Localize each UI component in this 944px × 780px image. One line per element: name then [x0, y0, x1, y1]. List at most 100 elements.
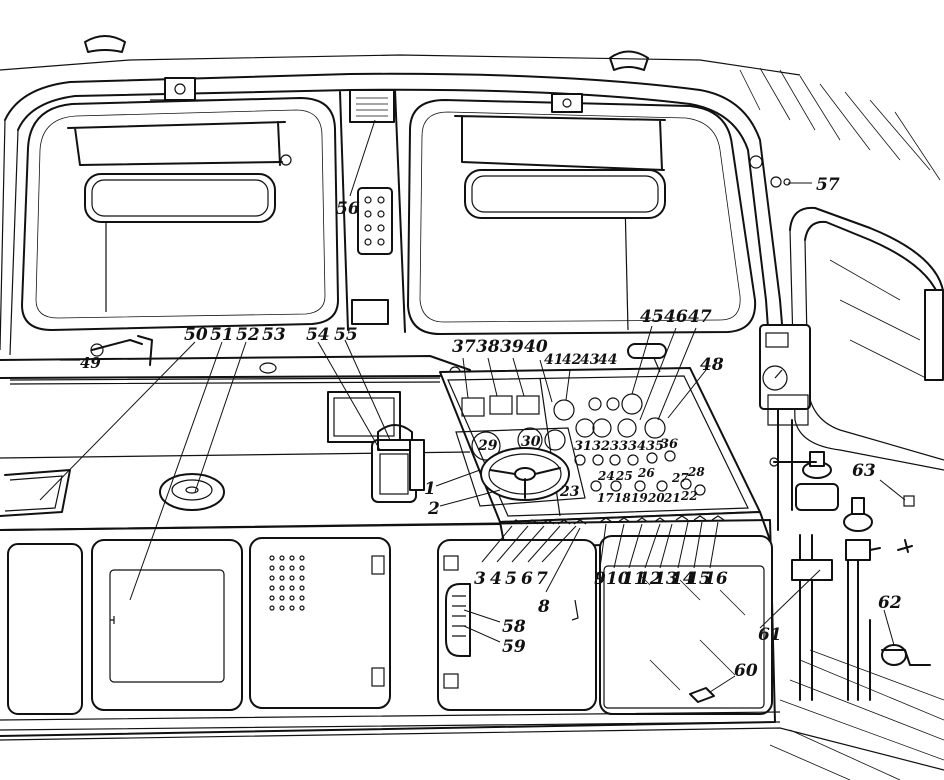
label-3: 3: [474, 569, 486, 589]
ceiling: [0, 35, 941, 181]
label-43: 43: [580, 352, 600, 368]
label-15: 15: [687, 569, 711, 589]
ceiling-hatching: [739, 67, 941, 181]
label-5: 5: [505, 569, 517, 589]
left-tray: [0, 469, 71, 517]
label-38: 38: [476, 337, 500, 357]
pillar-bottom-box: [351, 299, 389, 325]
label-45: 45: [640, 307, 664, 327]
label-4: 4: [490, 569, 502, 589]
label-47: 47: [688, 307, 712, 327]
label-27: 27: [671, 471, 689, 485]
label-23: 23: [559, 484, 580, 500]
label-26: 26: [637, 466, 655, 480]
label-51: 51: [210, 325, 234, 345]
small-lever: [897, 539, 913, 553]
right-window: [407, 93, 757, 335]
cabinet-door-5: [599, 535, 773, 715]
side-wall: [749, 155, 944, 471]
label-59: 59: [502, 637, 526, 657]
label-40: 40: [524, 337, 548, 357]
label-46: 46: [664, 307, 688, 327]
instrument-console: [439, 343, 771, 549]
pillar-top-box: [349, 89, 395, 123]
label-48: 48: [700, 355, 724, 375]
right-meter-box: [759, 324, 811, 531]
label-21: 21: [663, 491, 681, 505]
label-18: 18: [614, 491, 631, 505]
label-10: 10: [606, 569, 630, 589]
wall-fixture: [749, 155, 763, 169]
label-57: 57: [816, 175, 840, 195]
brake-column: [769, 451, 931, 701]
label-29: 29: [477, 438, 498, 454]
label-32: 32: [592, 439, 610, 454]
left-window: [21, 77, 339, 331]
label-62: 62: [878, 593, 902, 613]
label-50: 50: [184, 325, 208, 345]
cabinet-door-1: [7, 543, 83, 715]
console-lamp: [627, 343, 667, 373]
cabinet-door-2: [91, 539, 243, 711]
cabinet-door-4: [437, 539, 597, 711]
leader-lines: [39, 119, 906, 693]
signal-lamp-panel: [357, 187, 393, 255]
label-22: 22: [680, 489, 698, 503]
dial-29: [471, 431, 501, 461]
label-24: 24: [597, 469, 615, 483]
label-19: 19: [631, 491, 648, 505]
ashtray: [159, 473, 225, 511]
lower-cabinet: [0, 519, 781, 737]
right-window-latch: [551, 93, 583, 113]
left-sun-visor: [67, 121, 292, 223]
label-49: 49: [80, 354, 101, 372]
label-17: 17: [597, 491, 614, 505]
fuse-box: [445, 583, 471, 657]
label-8: 8: [537, 597, 550, 617]
ceiling-lamp-left: [84, 35, 126, 53]
label-63: 63: [852, 461, 876, 481]
left-handle: [60, 335, 153, 366]
label-7: 7: [536, 569, 548, 589]
left-window-latch: [150, 77, 215, 101]
right-visor-panel: [464, 169, 666, 219]
label-58: 58: [502, 617, 526, 637]
gauge-row-upper: [461, 395, 540, 417]
toggle-row: [509, 515, 725, 525]
floor-pedal: [689, 687, 715, 703]
label-12: 12: [638, 569, 662, 589]
gauge-row-right: [553, 393, 666, 439]
vent: [259, 362, 277, 374]
dash-top: [0, 335, 501, 531]
label-61: 61: [758, 625, 782, 645]
label-39: 39: [500, 337, 524, 357]
label-41: 41: [544, 352, 563, 368]
label-52: 52: [236, 325, 260, 345]
label-16: 16: [704, 569, 728, 589]
label-2: 2: [427, 499, 440, 519]
label-30: 30: [521, 434, 541, 450]
label-6: 6: [521, 569, 533, 589]
wall-switch-63: [903, 495, 915, 507]
switch-row: [574, 450, 706, 496]
label-11: 11: [622, 569, 646, 589]
label-55: 55: [334, 325, 358, 345]
callout-labels: 1 2 3 4 5 6 7 8 9 10 11 12 13 14 15 16 1…: [80, 175, 902, 681]
label-14: 14: [671, 569, 695, 589]
label-37: 37: [452, 337, 476, 357]
label-42: 42: [562, 352, 582, 368]
label-44: 44: [598, 352, 617, 368]
label-35: 35: [646, 439, 664, 454]
info-plate: [327, 391, 401, 443]
cabinet-door-3: [249, 537, 391, 709]
speaker-grille: [269, 555, 305, 611]
label-31: 31: [574, 439, 592, 454]
label-33: 33: [610, 439, 628, 454]
pressure-valve-62: [869, 619, 931, 701]
steering-wheel: [480, 447, 570, 501]
floor: [0, 649, 944, 780]
brake-valve-61: [769, 451, 839, 581]
label-34: 34: [628, 439, 646, 454]
label-1: 1: [424, 479, 436, 499]
